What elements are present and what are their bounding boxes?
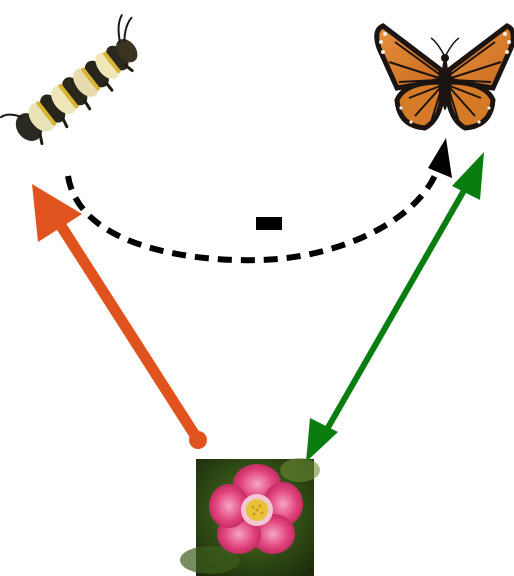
arrowhead-icon <box>32 184 82 242</box>
tail-dot-icon <box>189 431 207 449</box>
dashed-arc <box>68 168 438 260</box>
arrowhead-icon <box>428 138 452 178</box>
caterpillar-icon <box>0 11 160 155</box>
arrowhead-icon <box>306 418 338 462</box>
rose-flower-icon <box>180 458 320 576</box>
negative-sign-mark <box>256 217 282 230</box>
edge-flower-butterfly <box>306 152 484 462</box>
arrowhead-icon <box>452 152 484 200</box>
edge-caterpillar-to-butterfly <box>68 138 452 260</box>
edge-flower-to-caterpillar <box>32 184 207 449</box>
butterfly-icon <box>377 26 514 128</box>
